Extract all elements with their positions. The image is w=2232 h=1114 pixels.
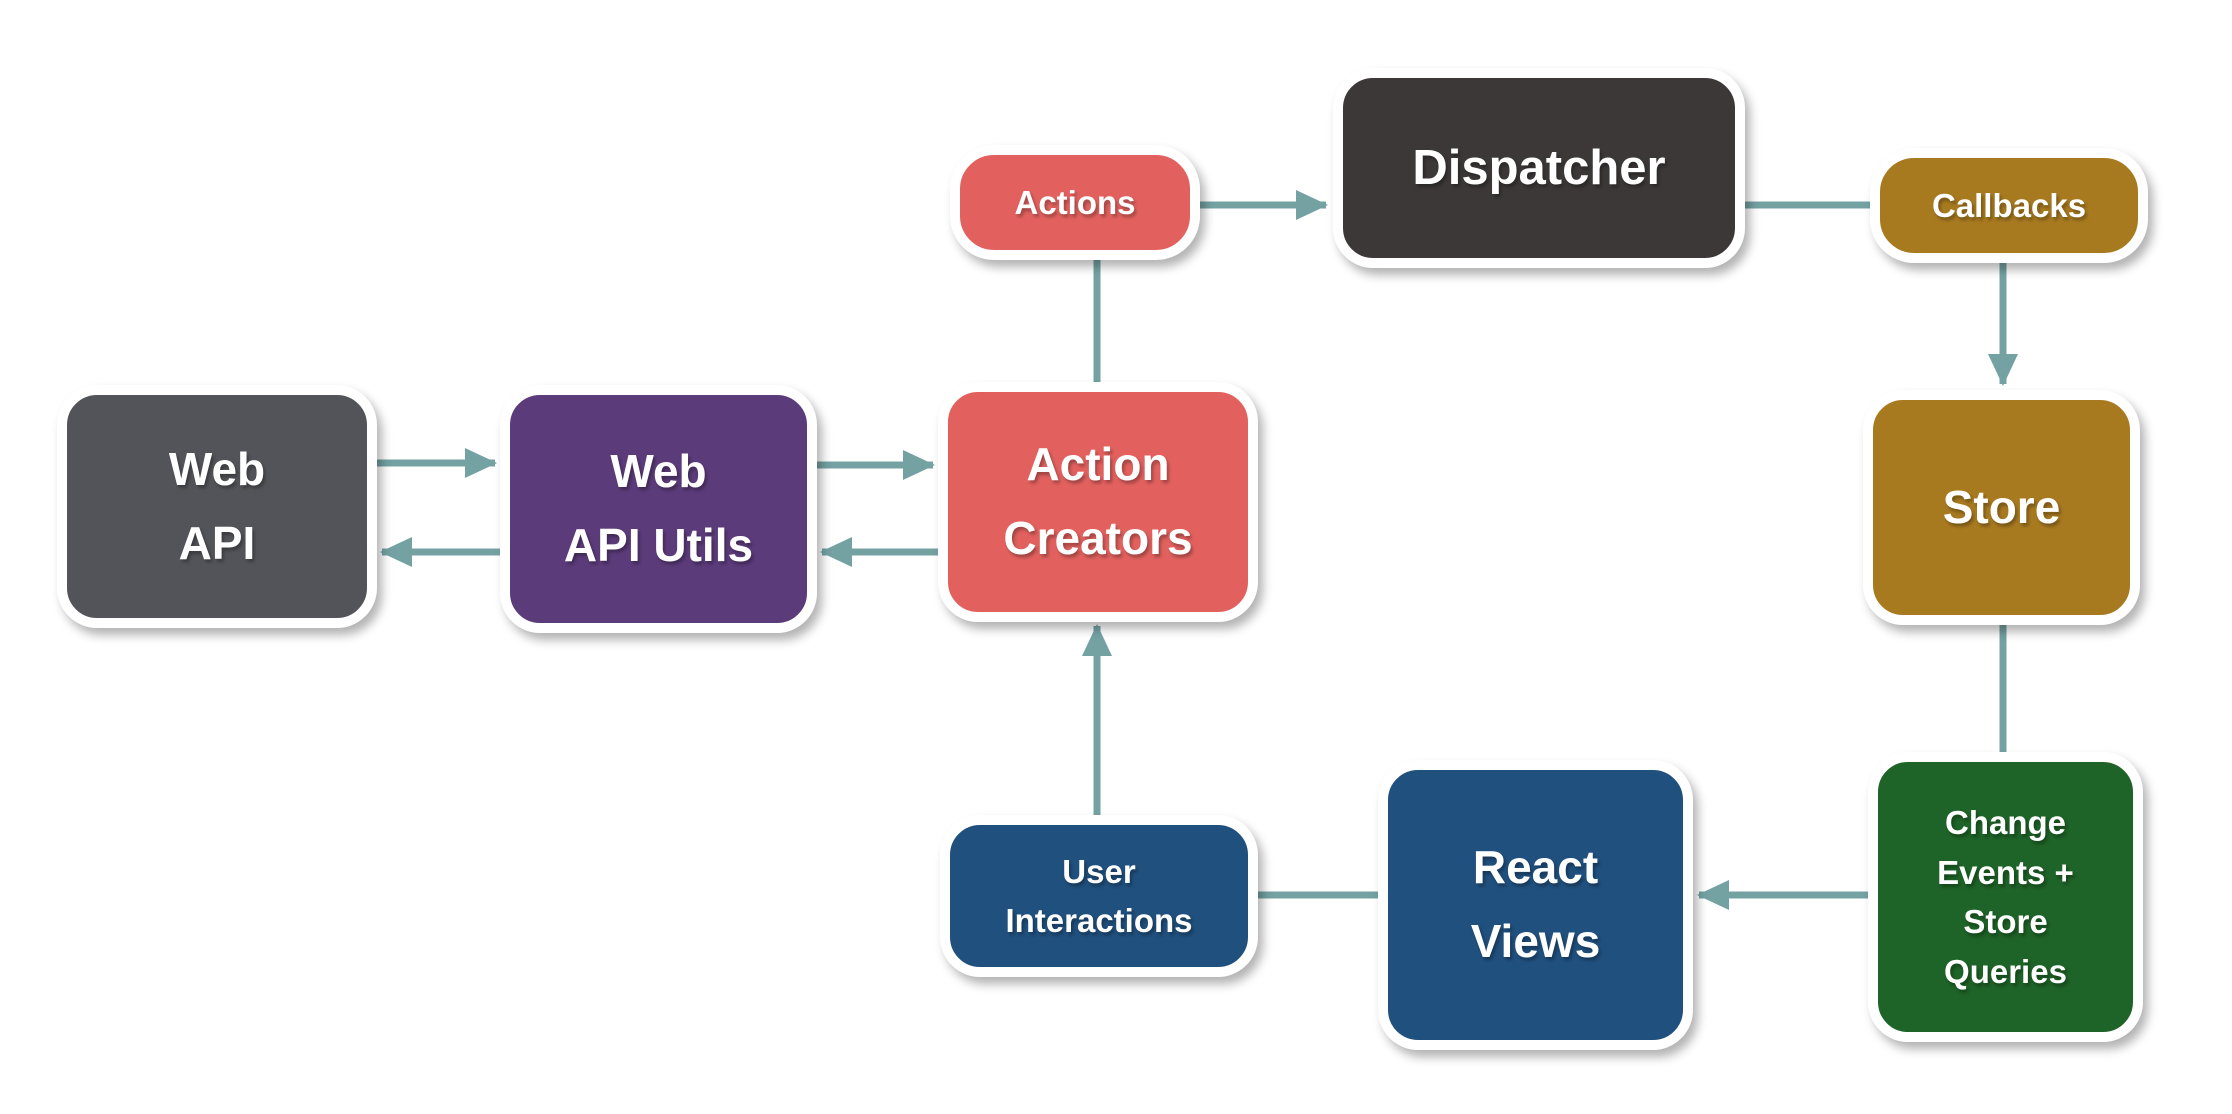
node-store-label: Store: [1942, 480, 2061, 533]
node-web-api-utils-label: Web API Utils: [563, 445, 754, 571]
node-change-events-store-queries-label: Change Events + Store Queries: [1937, 804, 2074, 990]
node-actions-label: Actions: [1014, 183, 1136, 221]
node-callbacks-label: Callbacks: [1931, 186, 2087, 224]
node-dispatcher: Dispatcher: [1333, 68, 1745, 268]
node-store: Store: [1863, 390, 2140, 625]
node-react-views: React Views: [1378, 760, 1693, 1050]
node-dispatcher-label: Dispatcher: [1412, 140, 1666, 195]
node-web-api-label: Web API: [168, 442, 266, 569]
node-user-interactions-label: User Interactions: [1005, 852, 1193, 940]
node-actions: Actions: [950, 145, 1200, 260]
node-action-creators: Action Creators: [938, 382, 1258, 622]
node-callbacks: Callbacks: [1870, 148, 2148, 263]
node-web-api-utils: Web API Utils: [500, 385, 817, 633]
node-action-creators-label: Action Creators: [1003, 438, 1193, 564]
node-change-events-store-queries: Change Events + Store Queries: [1868, 752, 2143, 1042]
node-user-interactions: User Interactions: [940, 815, 1258, 977]
node-web-api: Web API: [57, 385, 377, 628]
node-react-views-label: React Views: [1470, 841, 1601, 967]
